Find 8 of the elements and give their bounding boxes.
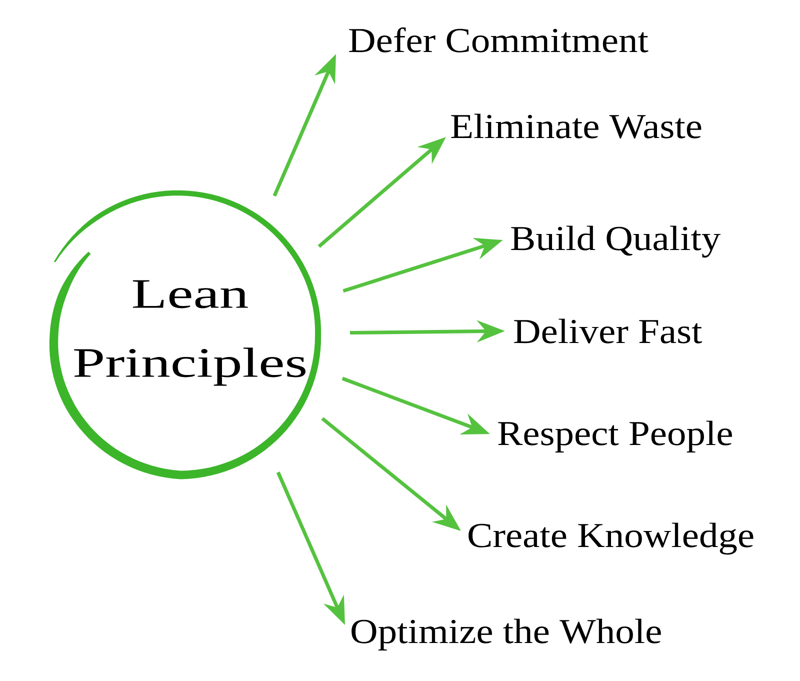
ring: Lean Principles [49,190,321,480]
label-text: Build Quality [511,226,721,258]
label-text: Create Knowledge [468,522,754,555]
label-text: Eliminate Waste [451,114,702,139]
label-text: Optimize the Whole [352,618,661,650]
label-text: Respect People [498,420,732,452]
label-text: Deliver Fast [514,318,702,344]
label-text: Defer Commitment [349,27,648,52]
